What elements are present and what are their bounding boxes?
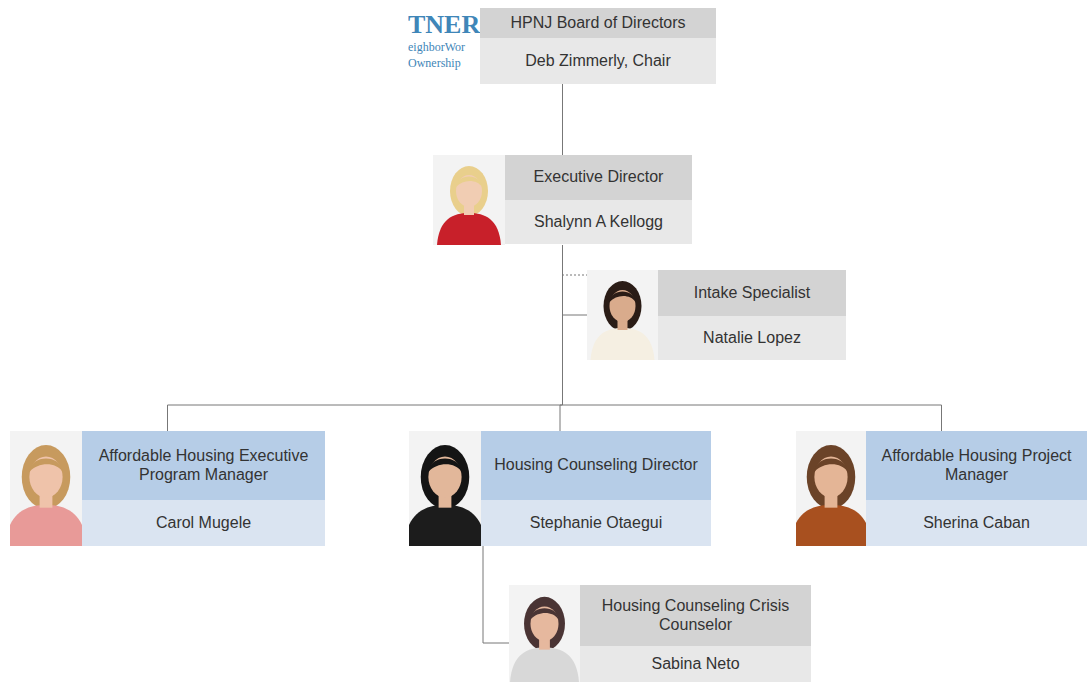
org-chart-card: Housing Counseling DirectorStephanie Ota… xyxy=(409,431,711,546)
portrait-photo xyxy=(10,431,82,546)
portrait-photo xyxy=(433,155,505,245)
org-chart-card: Affordable Housing Executive Program Man… xyxy=(10,431,325,546)
role-title: Housing Counseling Crisis Counselor xyxy=(580,585,811,646)
reporting-line xyxy=(168,245,563,431)
reporting-line xyxy=(483,546,509,643)
role-title: Affordable Housing Executive Program Man… xyxy=(82,431,325,500)
reporting-line xyxy=(563,245,588,315)
reporting-line xyxy=(562,84,563,155)
role-title: Intake Specialist xyxy=(658,270,846,316)
org-chart-card: Executive DirectorShalynn A Kellogg xyxy=(433,155,692,245)
person-name: Carol Mugele xyxy=(82,500,325,546)
org-chart-card: Intake SpecialistNatalie Lopez xyxy=(587,270,846,360)
dotted-reporting-line xyxy=(562,275,587,276)
person-name: Stephanie Otaegui xyxy=(481,500,711,546)
org-chart-card: Housing Counseling Crisis CounselorSabin… xyxy=(509,585,811,682)
person-name: Shalynn A Kellogg xyxy=(505,200,692,244)
portrait-photo xyxy=(587,270,658,360)
person-name: Sabina Neto xyxy=(580,646,811,682)
person-name: Natalie Lopez xyxy=(658,316,846,360)
role-title: HPNJ Board of Directors xyxy=(480,8,716,38)
person-name: Deb Zimmerly, Chair xyxy=(480,38,716,84)
logo: TNEReighborWorOwnership xyxy=(408,8,480,84)
logo-text: Ownership xyxy=(408,56,461,72)
role-title: Affordable Housing Project Manager xyxy=(866,431,1087,500)
portrait-photo xyxy=(796,431,866,546)
org-chart-card: Affordable Housing Project ManagerSherin… xyxy=(796,431,1087,546)
org-chart-card: HPNJ Board of DirectorsDeb Zimmerly, Cha… xyxy=(480,8,716,84)
logo-text: TNER xyxy=(408,12,480,38)
person-name: Sherina Caban xyxy=(866,500,1087,546)
reporting-line xyxy=(563,245,942,431)
role-title: Housing Counseling Director xyxy=(481,431,711,500)
portrait-photo xyxy=(409,431,481,546)
role-title: Executive Director xyxy=(505,155,692,200)
logo-text: eighborWor xyxy=(408,38,465,56)
portrait-photo xyxy=(509,585,580,682)
